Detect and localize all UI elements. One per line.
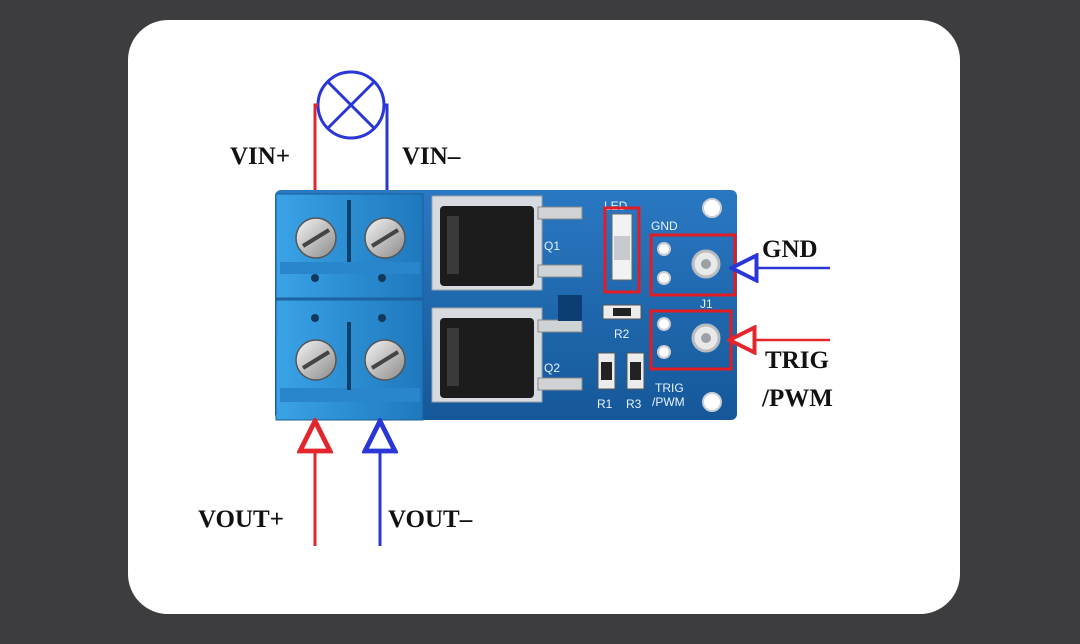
led-highlight-box bbox=[603, 206, 641, 294]
pwm-label: /PWM bbox=[761, 385, 833, 412]
resistor-r3 bbox=[626, 352, 645, 390]
vin-minus-wire bbox=[384, 103, 389, 192]
silk-q2: Q2 bbox=[544, 361, 560, 375]
resistor-r2 bbox=[602, 304, 642, 320]
silk-j1: J1 bbox=[700, 297, 713, 311]
silk-r1: R1 bbox=[597, 397, 613, 411]
output-terminal-block bbox=[275, 299, 424, 421]
trig-header-pins bbox=[657, 317, 721, 359]
silk-q1: Q1 bbox=[544, 239, 560, 253]
input-terminal-block bbox=[275, 193, 424, 299]
led-component bbox=[611, 213, 633, 281]
vin-plus-label: VIN+ bbox=[230, 143, 290, 170]
vin-plus-wire bbox=[313, 103, 318, 192]
gnd-label: GND bbox=[762, 236, 818, 263]
silk-r2: R2 bbox=[614, 327, 630, 341]
mosfet-q2 bbox=[431, 307, 583, 403]
trig-label: TRIG bbox=[765, 347, 829, 374]
silk-trig: TRIG bbox=[655, 381, 684, 395]
vout-minus-label: VOUT– bbox=[388, 506, 473, 533]
small-ic bbox=[558, 295, 582, 321]
silk-gnd: GND bbox=[651, 219, 678, 233]
silk-pwm: /PWM bbox=[652, 395, 685, 409]
vout-plus-label: VOUT+ bbox=[198, 506, 284, 533]
silk-r3: R3 bbox=[626, 397, 642, 411]
mosfet-q1 bbox=[431, 195, 583, 291]
silk-led: LED bbox=[604, 199, 628, 213]
lamp-icon bbox=[316, 70, 386, 140]
gnd-header-pins bbox=[657, 242, 721, 285]
resistor-r1 bbox=[597, 352, 616, 390]
vin-minus-label: VIN– bbox=[402, 143, 461, 170]
